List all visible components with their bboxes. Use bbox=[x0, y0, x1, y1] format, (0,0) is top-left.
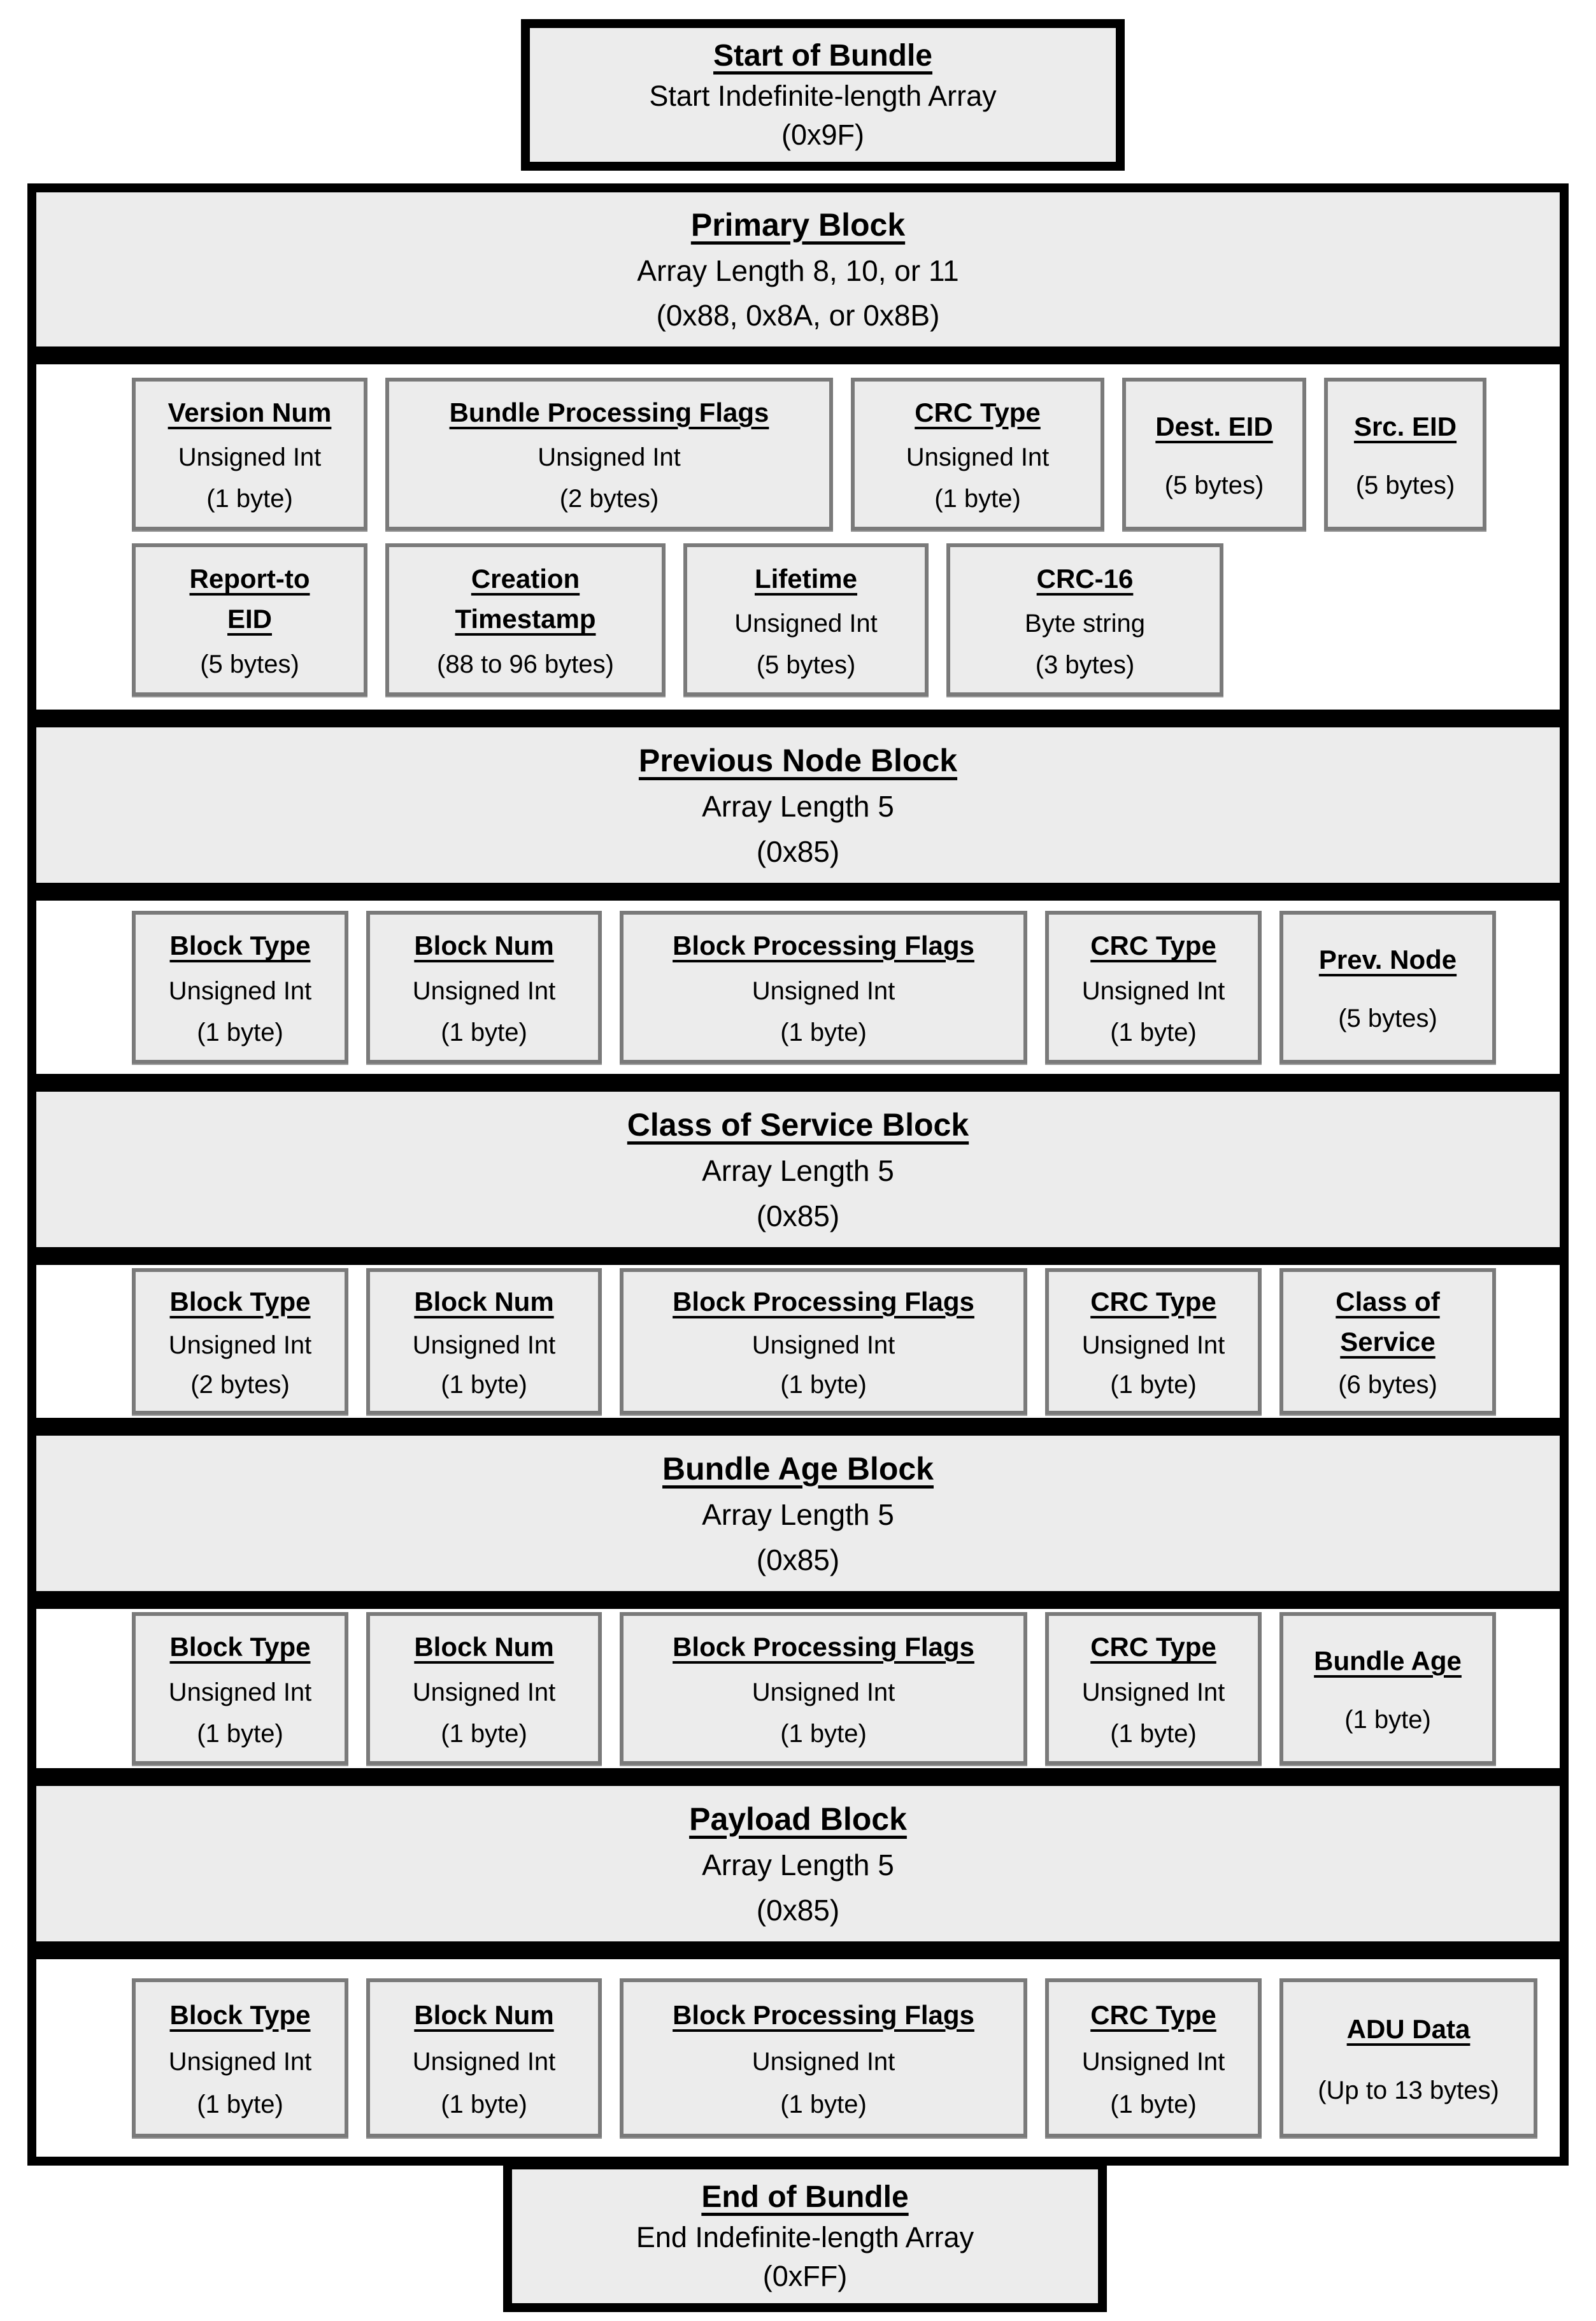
field-class-of-service: Class of Service (6 bytes) bbox=[1279, 1268, 1496, 1415]
bundle-age-fields-row: Block Type Unsigned Int (1 byte) Block N… bbox=[36, 1612, 1560, 1765]
primary-block-fields: Version Num Unsigned Int (1 byte) Bundle… bbox=[27, 355, 1569, 718]
field-pl-block-type: Block Type Unsigned Int (1 byte) bbox=[132, 1978, 348, 2138]
payload-block-line1: Array Length 5 bbox=[702, 1848, 894, 1882]
previous-node-block-fields: Block Type Unsigned Int (1 byte) Block N… bbox=[27, 892, 1569, 1083]
class-of-service-block-fields: Block Type Unsigned Int (2 bytes) Block … bbox=[27, 1256, 1569, 1427]
payload-block-header: Payload Block Array Length 5 (0x85) bbox=[27, 1777, 1569, 1950]
primary-block-title: Primary Block bbox=[690, 207, 906, 243]
previous-node-block-header: Previous Node Block Array Length 5 (0x85… bbox=[27, 718, 1569, 892]
field-pn-block-processing-flags: Block Processing Flags Unsigned Int (1 b… bbox=[620, 911, 1027, 1064]
bundle-age-block-line2: (0x85) bbox=[756, 1543, 840, 1576]
primary-block-line2: (0x88, 0x8A, or 0x8B) bbox=[656, 299, 940, 332]
previous-node-block-line2: (0x85) bbox=[756, 834, 840, 868]
class-of-service-block-line1: Array Length 5 bbox=[702, 1154, 894, 1187]
bundle-age-block-fields: Block Type Unsigned Int (1 byte) Block N… bbox=[27, 1600, 1569, 1777]
previous-node-block-title: Previous Node Block bbox=[638, 742, 958, 778]
class-of-service-block-line2: (0x85) bbox=[756, 1199, 840, 1232]
field-pl-block-processing-flags: Block Processing Flags Unsigned Int (1 b… bbox=[620, 1978, 1027, 2138]
field-bundle-age: Bundle Age (1 byte) bbox=[1279, 1612, 1496, 1765]
field-creation-timestamp: Creation Timestamp (88 to 96 bytes) bbox=[385, 543, 666, 697]
field-pn-block-type: Block Type Unsigned Int (1 byte) bbox=[132, 911, 348, 1064]
payload-block-title: Payload Block bbox=[689, 1801, 907, 1837]
primary-block-line1: Array Length 8, 10, or 11 bbox=[637, 254, 959, 287]
previous-node-fields-row: Block Type Unsigned Int (1 byte) Block N… bbox=[36, 911, 1560, 1064]
end-of-bundle-line1: End Indefinite-length Array bbox=[636, 2220, 974, 2253]
field-version-num: Version Num Unsigned Int (1 byte) bbox=[132, 377, 367, 531]
class-of-service-block-title: Class of Service Block bbox=[627, 1106, 969, 1143]
class-of-service-fields-row: Block Type Unsigned Int (2 bytes) Block … bbox=[36, 1268, 1560, 1415]
start-of-bundle-title: Start of Bundle bbox=[713, 38, 932, 73]
field-ba-block-processing-flags: Block Processing Flags Unsigned Int (1 b… bbox=[620, 1612, 1027, 1765]
field-pn-crc-type: CRC Type Unsigned Int (1 byte) bbox=[1045, 911, 1262, 1064]
field-ba-block-num: Block Num Unsigned Int (1 byte) bbox=[366, 1612, 602, 1765]
field-pn-block-num: Block Num Unsigned Int (1 byte) bbox=[366, 911, 602, 1064]
field-crc-16: CRC-16 Byte string (3 bytes) bbox=[946, 543, 1223, 697]
primary-fields-row-1: Version Num Unsigned Int (1 byte) Bundle… bbox=[36, 377, 1560, 531]
payload-block-line2: (0x85) bbox=[756, 1893, 840, 1927]
field-prev-node: Prev. Node (5 bytes) bbox=[1279, 911, 1496, 1064]
field-ba-block-type: Block Type Unsigned Int (1 byte) bbox=[132, 1612, 348, 1765]
class-of-service-block-header: Class of Service Block Array Length 5 (0… bbox=[27, 1083, 1569, 1256]
field-cos-block-type: Block Type Unsigned Int (2 bytes) bbox=[132, 1268, 348, 1415]
field-pl-block-num: Block Num Unsigned Int (1 byte) bbox=[366, 1978, 602, 2138]
end-of-bundle-box: End of Bundle End Indefinite-length Arra… bbox=[503, 2160, 1107, 2312]
previous-node-block-line1: Array Length 5 bbox=[702, 790, 894, 823]
field-bundle-processing-flags: Bundle Processing Flags Unsigned Int (2 … bbox=[385, 377, 833, 531]
field-report-to-eid: Report-to EID (5 bytes) bbox=[132, 543, 367, 697]
payload-fields-row: Block Type Unsigned Int (1 byte) Block N… bbox=[36, 1978, 1560, 2138]
field-lifetime: Lifetime Unsigned Int (5 bytes) bbox=[683, 543, 929, 697]
bundle-age-block-header: Bundle Age Block Array Length 5 (0x85) bbox=[27, 1427, 1569, 1600]
field-pl-crc-type: CRC Type Unsigned Int (1 byte) bbox=[1045, 1978, 1262, 2138]
end-of-bundle-line2: (0xFF) bbox=[762, 2260, 848, 2293]
primary-fields-row-2: Report-to EID (5 bytes) Creation Timesta… bbox=[36, 543, 1560, 697]
start-of-bundle-line2: (0x9F) bbox=[781, 118, 864, 152]
bundle-age-block-title: Bundle Age Block bbox=[662, 1450, 934, 1487]
payload-block-fields: Block Type Unsigned Int (1 byte) Block N… bbox=[27, 1950, 1569, 2166]
field-cos-block-num: Block Num Unsigned Int (1 byte) bbox=[366, 1268, 602, 1415]
field-dest-eid: Dest. EID (5 bytes) bbox=[1122, 377, 1306, 531]
field-crc-type-primary: CRC Type Unsigned Int (1 byte) bbox=[851, 377, 1104, 531]
primary-block-header: Primary Block Array Length 8, 10, or 11 … bbox=[27, 183, 1569, 355]
field-cos-crc-type: CRC Type Unsigned Int (1 byte) bbox=[1045, 1268, 1262, 1415]
bundle-age-block-line1: Array Length 5 bbox=[702, 1498, 894, 1531]
end-of-bundle-title: End of Bundle bbox=[701, 2180, 909, 2214]
field-adu-data: ADU Data (Up to 13 bytes) bbox=[1279, 1978, 1537, 2138]
start-of-bundle-box: Start of Bundle Start Indefinite-length … bbox=[521, 19, 1125, 171]
field-cos-block-processing-flags: Block Processing Flags Unsigned Int (1 b… bbox=[620, 1268, 1027, 1415]
field-ba-crc-type: CRC Type Unsigned Int (1 byte) bbox=[1045, 1612, 1262, 1765]
start-of-bundle-line1: Start Indefinite-length Array bbox=[649, 79, 997, 112]
field-src-eid: Src. EID (5 bytes) bbox=[1324, 377, 1486, 531]
